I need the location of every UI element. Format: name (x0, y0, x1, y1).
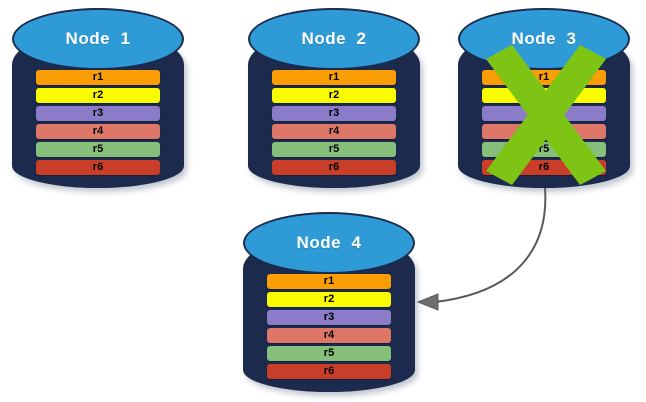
node-2-label: Node 2 (301, 29, 367, 48)
node-3-row-r2: r2 (482, 88, 606, 103)
node-1-row-r2: r2 (36, 88, 160, 103)
node-4-rows: r1 r2 r3 r4 r5 r6 (267, 274, 391, 379)
node-1-row-r5: r5 (36, 142, 160, 157)
node-4-row-r4: r4 (267, 328, 391, 343)
node-2-row-r3: r3 (272, 106, 396, 121)
node-3-row-r6: r6 (482, 160, 606, 175)
node-2-rows: r1 r2 r3 r4 r5 r6 (272, 70, 396, 175)
node-4-row-r6: r6 (267, 364, 391, 379)
node-1-row-r3: r3 (36, 106, 160, 121)
node-2-cylinder[interactable]: r1 r2 r3 r4 r5 r6 Node 2 (248, 8, 420, 188)
node-3-row-r3: r3 (482, 106, 606, 121)
node-3-row-r1: r1 (482, 70, 606, 85)
node-1-row-r6: r6 (36, 160, 160, 175)
node-1-row-r4: r4 (36, 124, 160, 139)
node-3-rows: r1 r2 r3 r4 r5 r6 (482, 70, 606, 175)
node-1-rows: r1 r2 r3 r4 r5 r6 (36, 70, 160, 175)
node-1-label: Node 1 (65, 29, 131, 48)
node-1-cylinder[interactable]: r1 r2 r3 r4 r5 r6 Node 1 (12, 8, 184, 188)
node-4-row-r5: r5 (267, 346, 391, 361)
node-3-label: Node 3 (511, 29, 577, 48)
node-3-top-disc: Node 3 (458, 8, 630, 70)
node-2-row-r5: r5 (272, 142, 396, 157)
node-4-row-r1: r1 (267, 274, 391, 289)
node-1-row-r1: r1 (36, 70, 160, 85)
node-3-cylinder[interactable]: r1 r2 r3 r4 r5 r6 Node 3 (458, 8, 630, 188)
node-4-row-r2: r2 (267, 292, 391, 307)
node-2-row-r6: r6 (272, 160, 396, 175)
node-2-row-r2: r2 (272, 88, 396, 103)
node-2-top-disc: Node 2 (248, 8, 420, 70)
node-1-top-disc: Node 1 (12, 8, 184, 70)
node-4-cylinder[interactable]: r1 r2 r3 r4 r5 r6 Node 4 (243, 212, 415, 392)
node-3-row-r4: r4 (482, 124, 606, 139)
arrow-head-icon (416, 293, 439, 311)
node-2-row-r4: r4 (272, 124, 396, 139)
node-4-top-disc: Node 4 (243, 212, 415, 274)
node-4-row-r3: r3 (267, 310, 391, 325)
curved-arrow-icon (434, 187, 547, 303)
node-2-row-r1: r1 (272, 70, 396, 85)
node-3-row-r5: r5 (482, 142, 606, 157)
node-4-label: Node 4 (296, 233, 362, 252)
